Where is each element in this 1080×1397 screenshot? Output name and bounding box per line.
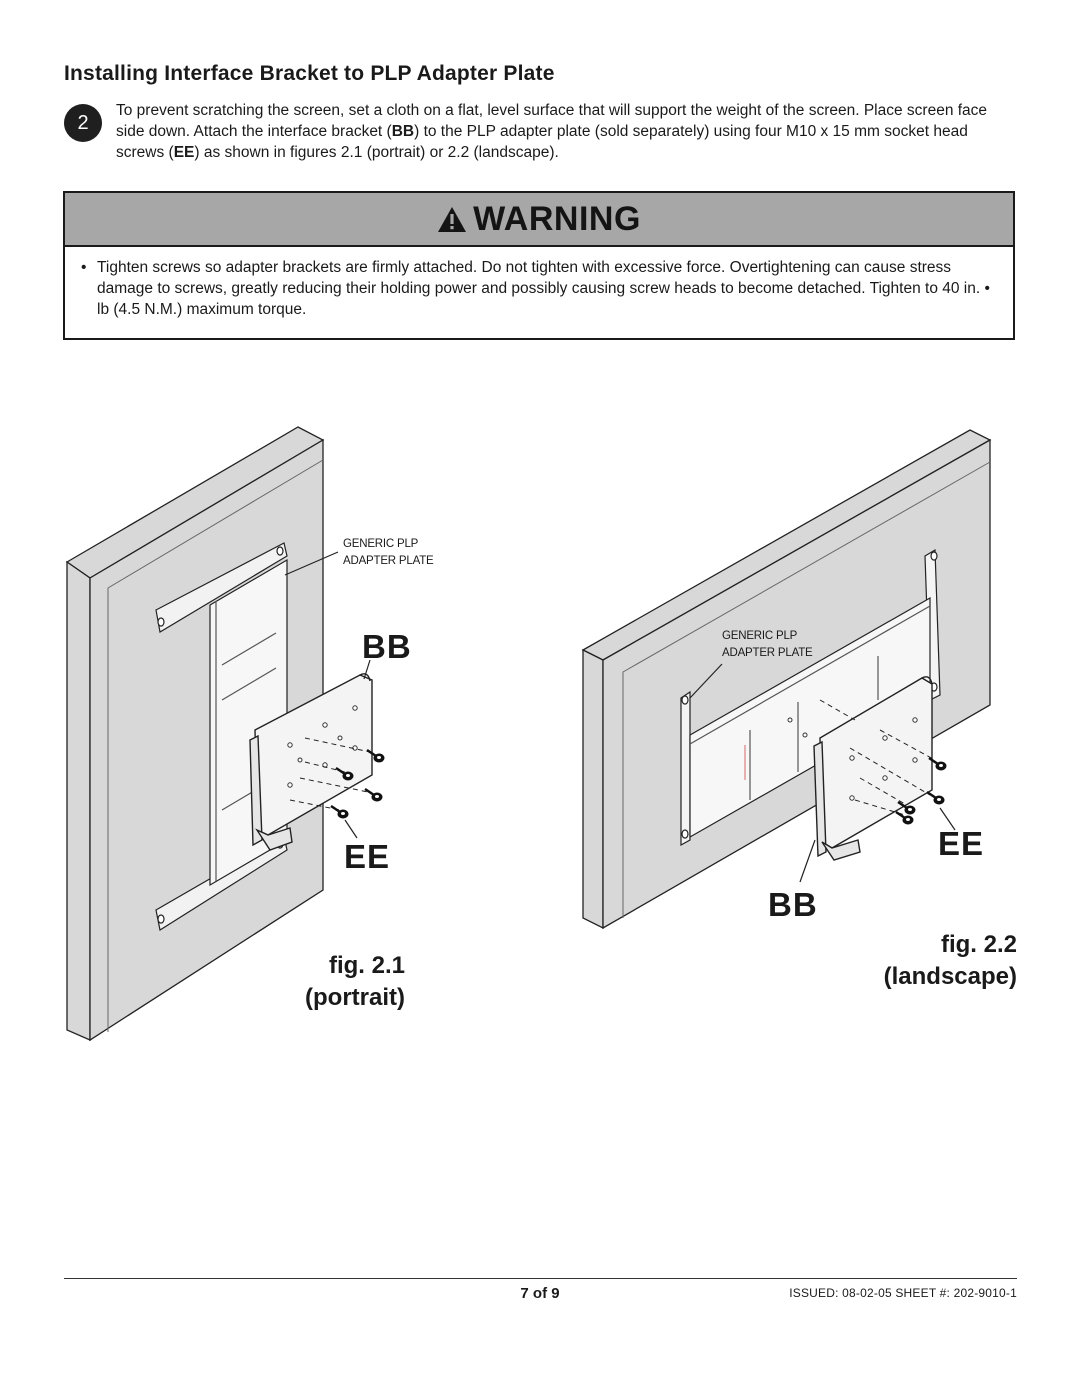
portrait-leader-lines: [284, 551, 371, 839]
fig2-caption-number: fig. 2.2: [940, 931, 1017, 958]
page-number: 7 of 9: [520, 1285, 560, 1302]
warning-body: • Tighten screws so adapter brackets are…: [65, 247, 1013, 320]
step-text-part-1: To prevent scratching the screen, set a …: [116, 102, 988, 140]
fig2-plate-label: GENERIC PLP ADAPTER PLATE: [722, 628, 813, 662]
landscape-adapter-plate: [680, 548, 941, 847]
fig1-plate-label-line1: GENERIC PLP: [343, 538, 419, 550]
warning-title: WARNING: [473, 199, 641, 238]
warning-bullet: •: [81, 259, 87, 276]
portrait-interface-bracket: [249, 673, 373, 851]
footer-divider: [64, 1278, 1017, 1279]
fig1-caption-number: fig. 2.1: [328, 952, 405, 979]
warning-triangle-icon: [438, 206, 467, 232]
fig2-screw-label: EE: [938, 825, 985, 862]
installation-diagram: [65, 426, 992, 1042]
fig2-plate-label-line1: GENERIC PLP: [722, 630, 798, 642]
fig2-plate-label-line2: ADAPTER PLATE: [722, 647, 813, 659]
step-screw-code: EE: [173, 144, 195, 161]
issued-sheet-info: ISSUED: 08-02-05 SHEET #: 202-9010-1: [789, 1286, 1017, 1300]
fig1-caption: fig. 2.1 (portrait): [250, 950, 405, 1014]
fig2-caption: fig. 2.2 (landscape): [820, 929, 1017, 993]
portrait-screws: [289, 737, 386, 820]
fig2-bracket-label: BB: [768, 886, 818, 923]
fig1-caption-orientation: (portrait): [305, 984, 405, 1011]
step-number: 2: [77, 111, 89, 134]
warning-box: WARNING • Tighten screws so adapter brac…: [63, 191, 1015, 340]
section-title: Installing Interface Bracket to PLP Adap…: [64, 62, 555, 85]
fig2-caption-orientation: (landscape): [883, 963, 1017, 990]
step-text-part-2: ) to the PLP adapter plate (sold separat…: [116, 123, 968, 161]
fig1-plate-label: GENERIC PLP ADAPTER PLATE: [343, 536, 434, 570]
warning-header: WARNING: [65, 193, 1013, 247]
fig1-screw-label: EE: [344, 838, 391, 875]
landscape-screws: [819, 699, 948, 826]
fig1-bracket-label: BB: [362, 628, 412, 665]
landscape-leader-lines: [689, 663, 956, 883]
step-bracket-code: BB: [391, 123, 415, 140]
step-text-part-3: ) as shown in figures 2.1 (portrait) or …: [194, 144, 559, 161]
fig1-plate-label-line2: ADAPTER PLATE: [343, 555, 434, 567]
step-number-badge: 2: [64, 104, 102, 142]
warning-text: Tighten screws so adapter brackets are f…: [97, 259, 990, 318]
step-instructions: To prevent scratching the screen, set a …: [116, 100, 1016, 163]
